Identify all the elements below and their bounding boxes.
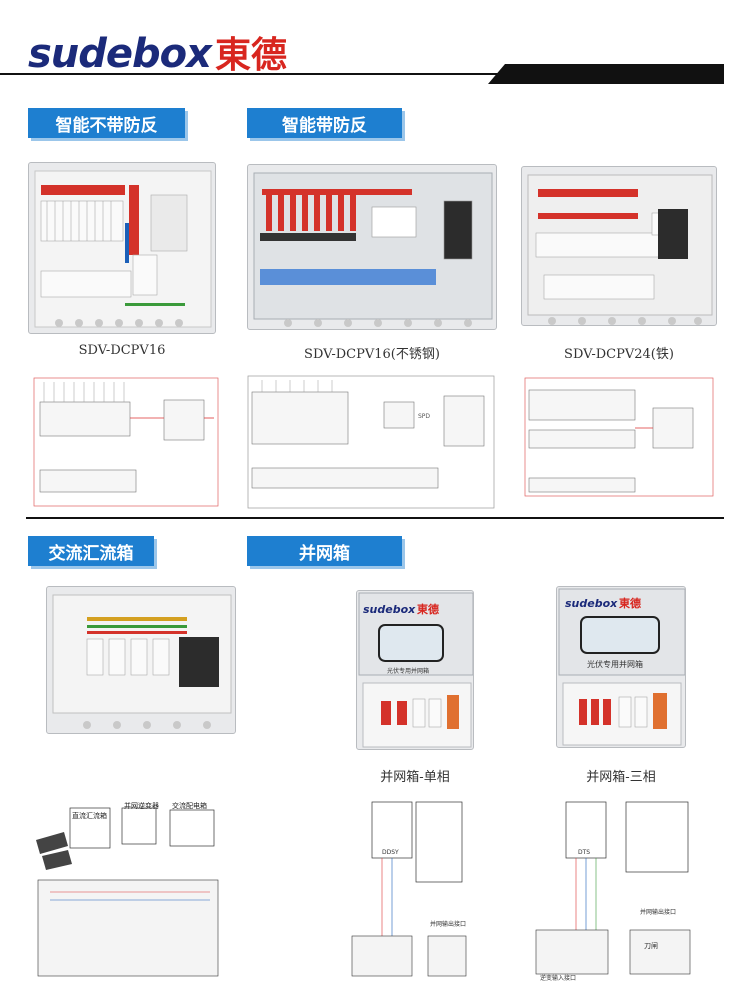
tab-smart-anti-reverse: 智能带防反: [247, 108, 402, 138]
ac-label-inverter: 并网逆变器: [124, 801, 159, 810]
tab-grid-box: 并网箱: [247, 536, 402, 566]
knife-label: 刀闸: [644, 942, 658, 950]
ac-label-ac-distribution: 交流配电箱: [172, 801, 207, 810]
caption-dcpv24: SDV-DCPV24(铁): [564, 347, 674, 362]
box-logo-cn-single: 東德: [417, 602, 439, 616]
product-image-ac-combiner: [46, 586, 236, 734]
caption-grid-box-single: 并网箱-单相: [380, 770, 450, 785]
box-logo-en-three: sudebox: [565, 597, 618, 610]
caption-grid-box-three: 并网箱-三相: [586, 770, 656, 785]
caption-dcpv16-stainless: SDV-DCPV16(不锈钢): [304, 347, 440, 362]
grid-in-label-three: 逆变输入接口: [540, 974, 576, 982]
logo-cn-text: 東德: [214, 34, 287, 76]
product-image-grid-box-three: sudebox 東德 光伏专用并网箱: [556, 586, 686, 748]
box-logo-en-single: sudebox: [363, 603, 416, 616]
grid-out-label-single: 并网输出接口: [430, 920, 466, 928]
wiring-diagram-dcpv16: [30, 374, 222, 512]
header-bar: [0, 64, 724, 84]
product-image-dcpv24: [521, 166, 717, 326]
box-label-three: 光伏专用并网箱: [587, 659, 643, 669]
wiring-diagram-grid-single: DDSY 并网输出接口: [346, 796, 486, 988]
meter-label-three: DTS: [578, 849, 590, 856]
wiring-diagram-grid-three: DTS 并网输出接口 刀闸 逆变输入接口: [530, 796, 720, 988]
tab-ac-combiner: 交流汇流箱: [28, 536, 154, 566]
meter-label-single: DDSY: [382, 849, 399, 856]
brand-logo: sudebox 東德: [28, 26, 287, 77]
product-image-dcpv16-stainless: [247, 164, 497, 330]
box-logo-cn-three: 東德: [619, 596, 641, 610]
wiring-diagram-dcpv24: [521, 374, 717, 500]
diagram-spd-label: SPD: [418, 413, 430, 420]
product-image-grid-box-single: sudebox 東德 光伏专用并网箱: [356, 590, 474, 750]
ac-label-dc-combiner: 直流汇流箱: [72, 811, 107, 820]
box-label-single: 光伏专用并网箱: [387, 667, 429, 675]
section-divider: [26, 517, 724, 519]
caption-dcpv16: SDV-DCPV16: [78, 343, 166, 358]
tab-smart-no-anti-reverse: 智能不带防反: [28, 108, 185, 138]
product-image-dcpv16: [28, 162, 216, 334]
grid-out-label-three: 并网输出接口: [640, 908, 676, 916]
wiring-diagram-dcpv16-stainless: SPD: [244, 372, 498, 512]
logo-text: sudebox: [28, 31, 212, 77]
wiring-diagram-ac-combiner: 直流汇流箱 并网逆变器 交流配电箱: [30, 800, 270, 984]
